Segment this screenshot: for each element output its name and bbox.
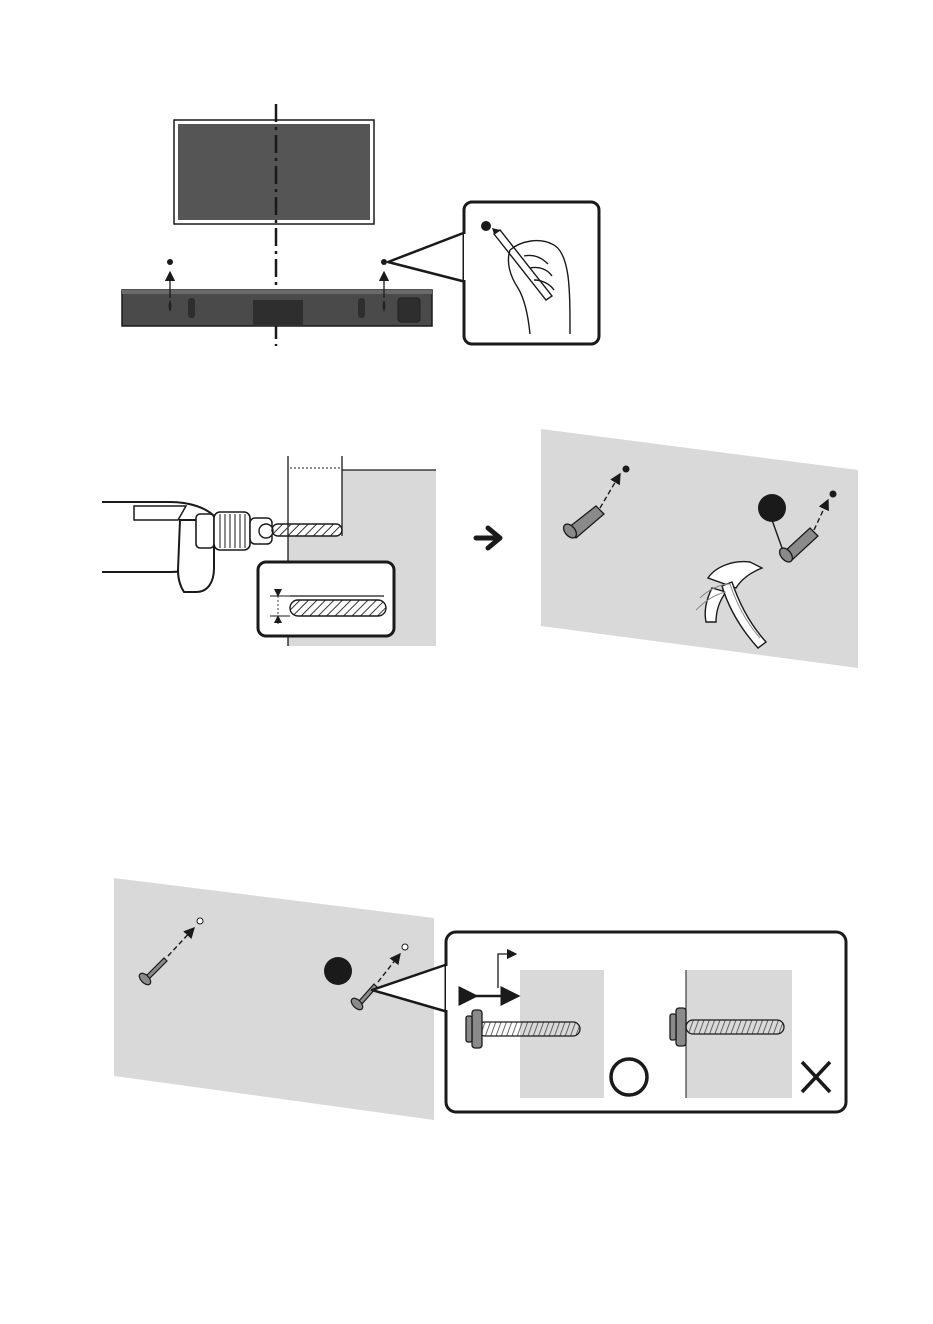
mark-dot-right <box>381 259 387 265</box>
wall-panel-left <box>114 878 434 1120</box>
pencil-hand-icon <box>464 202 599 344</box>
mark-dot-left <box>167 259 173 265</box>
step-badge-icon-2 <box>324 957 352 985</box>
step-badge-icon <box>758 494 786 522</box>
figure-drill-holes <box>102 456 500 646</box>
figure-insert-anchors <box>541 429 858 668</box>
figure-insert-screws <box>114 878 846 1120</box>
tv-icon <box>174 120 374 224</box>
figure-mark-holes <box>122 104 599 346</box>
wall-panel-angled <box>541 429 858 668</box>
arrow-right-icon <box>476 528 500 548</box>
soundbar-icon <box>122 290 432 326</box>
depth-callout-icon <box>258 562 394 636</box>
